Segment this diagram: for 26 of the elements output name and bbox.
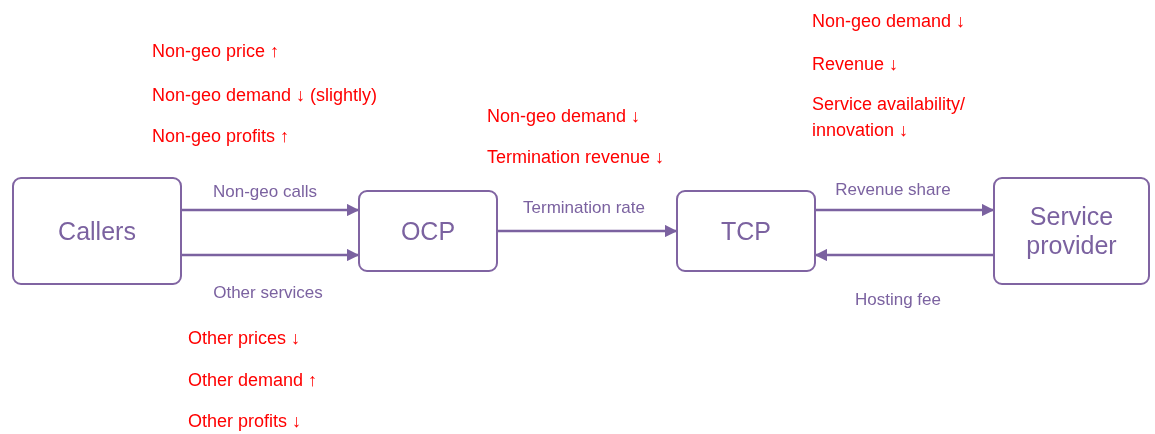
process-box	[358, 190, 498, 272]
process-box	[12, 177, 182, 285]
node-label: Service provider	[1025, 202, 1118, 260]
effect-note: Non-geo profits ↑	[152, 125, 290, 148]
process-box	[993, 177, 1150, 285]
effect-note: Revenue ↓	[812, 53, 899, 76]
edge-label: Non-geo calls	[211, 182, 319, 202]
arrow	[182, 203, 360, 217]
node-label: OCP	[400, 216, 456, 246]
effect-note: Other demand ↑	[188, 369, 318, 392]
effect-note: Other prices ↓	[188, 327, 301, 350]
process-box	[676, 190, 816, 272]
arrow	[182, 248, 360, 262]
arrow	[498, 224, 678, 238]
arrow	[814, 248, 993, 262]
effect-note: Termination revenue ↓	[487, 146, 665, 169]
arrow	[816, 203, 995, 217]
effect-note: Non-geo price ↑	[152, 40, 280, 63]
effect-note: Other profits ↓	[188, 410, 302, 433]
effect-note: Non-geo demand ↓ (slightly)	[152, 84, 378, 107]
effect-note: Non-geo demand ↓	[812, 10, 966, 33]
edge-label: Hosting fee	[853, 290, 943, 310]
node-label: Callers	[58, 216, 136, 246]
node-label: TCP	[721, 216, 771, 246]
effect-note: Service availability/ innovation ↓	[812, 93, 967, 142]
effect-note: Non-geo demand ↓	[487, 105, 641, 128]
